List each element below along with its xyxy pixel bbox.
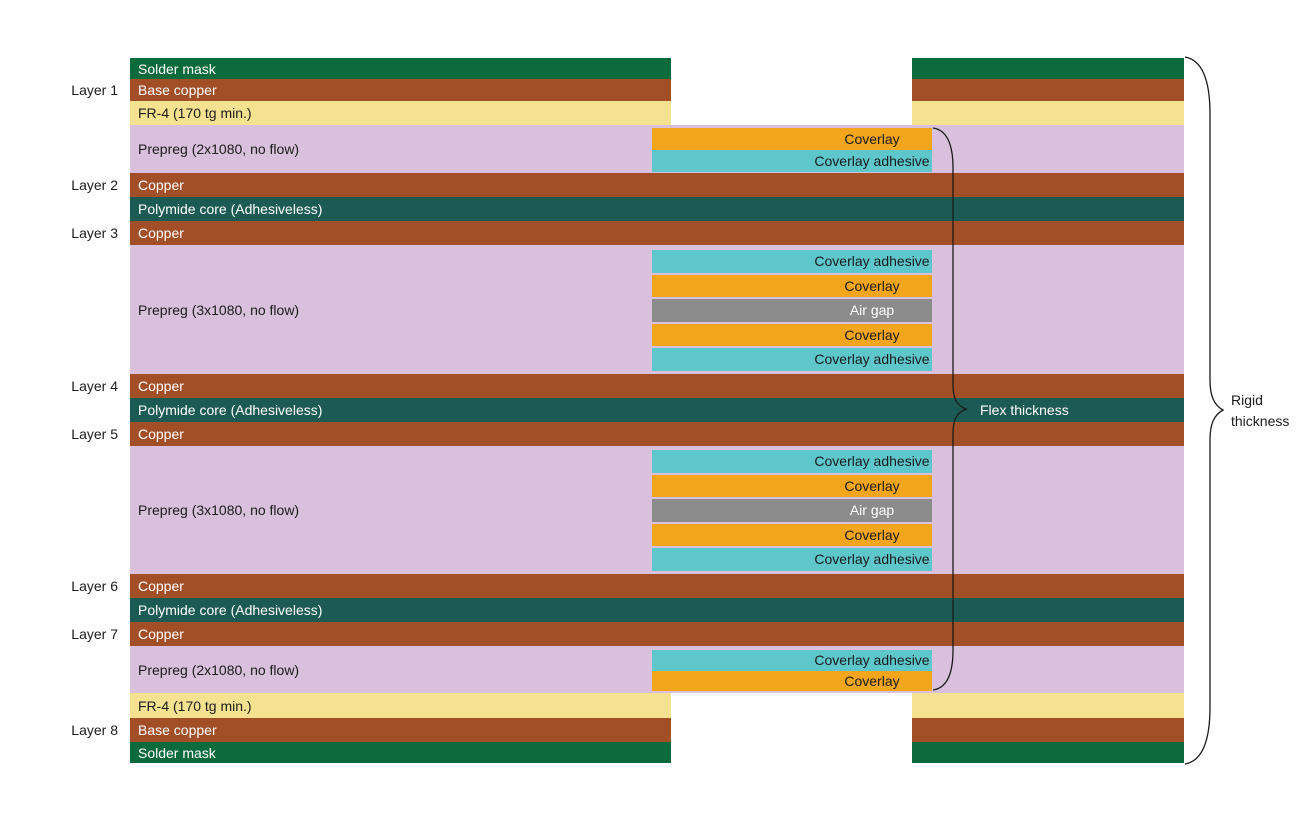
prepreg-3x1080-upper-insert-3-label: Coverlay — [844, 326, 900, 343]
copper-l5: Copper — [130, 422, 1184, 446]
polymide-core-2-label: Polymide core (Adhesiveless) — [138, 402, 323, 418]
fr4-top-label: FR-4 (170 tg min.) — [138, 105, 252, 121]
copper-l3: Copper — [130, 221, 1184, 245]
layer-label-2: Layer 2 — [71, 177, 118, 193]
flex-thickness-label: Flex thickness — [980, 402, 1069, 418]
solder-mask-top-label: Solder mask — [138, 60, 216, 77]
prepreg-2x1080-bottom-insert-0-label: Coverlay adhesive — [814, 652, 930, 669]
fr4-top-right-segment — [912, 101, 1184, 125]
base-copper-top-right-segment — [912, 79, 1184, 101]
polymide-core-2: Polymide core (Adhesiveless) — [130, 398, 1184, 422]
polymide-core-3: Polymide core (Adhesiveless) — [130, 598, 1184, 622]
polymide-core-3-label: Polymide core (Adhesiveless) — [138, 602, 323, 618]
prepreg-3x1080-upper-insert-4-label: Coverlay adhesive — [814, 351, 930, 368]
prepreg-2x1080-bottom-insert-coverlay: Coverlay — [652, 670, 932, 691]
prepreg-3x1080-upper-insert-2-label: Air gap — [849, 302, 895, 319]
fr4-bottom-right-segment — [912, 693, 1184, 718]
prepreg-2x1080-bottom-insert-1-label: Coverlay — [844, 672, 900, 689]
polymide-core-1: Polymide core (Adhesiveless) — [130, 197, 1184, 221]
copper-l7-label: Copper — [138, 626, 184, 642]
layer-label-8: Layer 8 — [71, 722, 118, 738]
copper-l6: Copper — [130, 574, 1184, 598]
base-copper-bottom-label: Base copper — [138, 722, 217, 738]
copper-l6-label: Copper — [138, 578, 184, 594]
copper-l2-label: Copper — [138, 177, 184, 193]
copper-l4-label: Copper — [138, 378, 184, 394]
rigid-thickness-label: Rigid thickness — [1231, 392, 1290, 429]
layer-label-1: Layer 1 — [71, 82, 118, 98]
prepreg-2x1080-bottom-label: Prepreg (2x1080, no flow) — [138, 661, 300, 678]
fr4-top: FR-4 (170 tg min.) — [130, 101, 671, 125]
prepreg-3x1080-lower-insert-coverlay-adhesive: Coverlay adhesive — [652, 450, 932, 473]
prepreg-2x1080-top-insert-coverlay-adhesive: Coverlay adhesive — [652, 149, 932, 173]
solder-mask-top-right-segment — [912, 58, 1184, 79]
prepreg-2x1080-bottom-insert-coverlay-adhesive: Coverlay adhesive — [652, 650, 932, 671]
prepreg-3x1080-lower-label: Prepreg (3x1080, no flow) — [138, 502, 300, 518]
prepreg-3x1080-lower-insert-air-gap: Air gap — [652, 499, 932, 522]
polymide-core-1-label: Polymide core (Adhesiveless) — [138, 201, 323, 217]
prepreg-3x1080-upper-insert-0-label: Coverlay adhesive — [814, 253, 930, 270]
prepreg-3x1080-upper-label: Prepreg (3x1080, no flow) — [138, 301, 300, 318]
prepreg-3x1080-upper-insert-air-gap: Air gap — [652, 299, 932, 322]
prepreg-3x1080-upper-insert-coverlay: Coverlay — [652, 274, 932, 297]
base-copper-top-label: Base copper — [138, 82, 217, 98]
solder-mask-bottom: Solder mask — [130, 742, 671, 763]
copper-l3-label: Copper — [138, 225, 184, 241]
prepreg-3x1080-lower-insert-4-label: Coverlay adhesive — [814, 551, 930, 568]
copper-l5-label: Copper — [138, 426, 184, 442]
base-copper-bottom: Base copper — [130, 718, 671, 742]
prepreg-3x1080-upper-insert-coverlay-adhesive: Coverlay adhesive — [652, 250, 932, 273]
prepreg-2x1080-top-insert-0-label: Coverlay — [844, 130, 900, 147]
layer-label-3: Layer 3 — [71, 225, 118, 241]
prepreg-2x1080-top-insert-coverlay: Coverlay — [652, 127, 932, 150]
copper-l7: Copper — [130, 622, 1184, 646]
prepreg-3x1080-upper-insert-1-label: Coverlay — [844, 277, 900, 294]
prepreg-2x1080-top-label: Prepreg (2x1080, no flow) — [138, 141, 300, 157]
fr4-bottom: FR-4 (170 tg min.) — [130, 693, 671, 718]
base-copper-top: Base copper — [130, 79, 671, 101]
rigid-thickness-brace — [1184, 56, 1225, 765]
layer-label-4: Layer 4 — [71, 378, 118, 394]
copper-l4: Copper — [130, 374, 1184, 398]
layer-label-5: Layer 5 — [71, 426, 118, 442]
copper-l2: Copper — [130, 173, 1184, 197]
layer-label-6: Layer 6 — [71, 578, 118, 594]
layer-label-7: Layer 7 — [71, 626, 118, 642]
prepreg-3x1080-upper-insert-coverlay-adhesive: Coverlay adhesive — [652, 348, 932, 371]
base-copper-bottom-right-segment — [912, 718, 1184, 742]
prepreg-3x1080-lower-insert-0-label: Coverlay adhesive — [814, 453, 930, 470]
prepreg-3x1080-upper-insert-coverlay: Coverlay — [652, 323, 932, 346]
fr4-bottom-label: FR-4 (170 tg min.) — [138, 697, 252, 714]
prepreg-2x1080-top-insert-1-label: Coverlay adhesive — [814, 152, 930, 169]
solder-mask-bottom-right-segment — [912, 742, 1184, 763]
prepreg-3x1080-lower-insert-coverlay-adhesive: Coverlay adhesive — [652, 548, 932, 571]
prepreg-3x1080-lower-insert-3-label: Coverlay — [844, 526, 900, 543]
solder-mask-top: Solder mask — [130, 58, 671, 79]
prepreg-3x1080-lower-insert-coverlay: Coverlay — [652, 474, 932, 497]
prepreg-3x1080-lower-insert-coverlay: Coverlay — [652, 523, 932, 546]
prepreg-3x1080-lower-insert-1-label: Coverlay — [844, 477, 900, 494]
prepreg-3x1080-lower-insert-2-label: Air gap — [849, 502, 895, 519]
solder-mask-bottom-label: Solder mask — [138, 744, 216, 761]
